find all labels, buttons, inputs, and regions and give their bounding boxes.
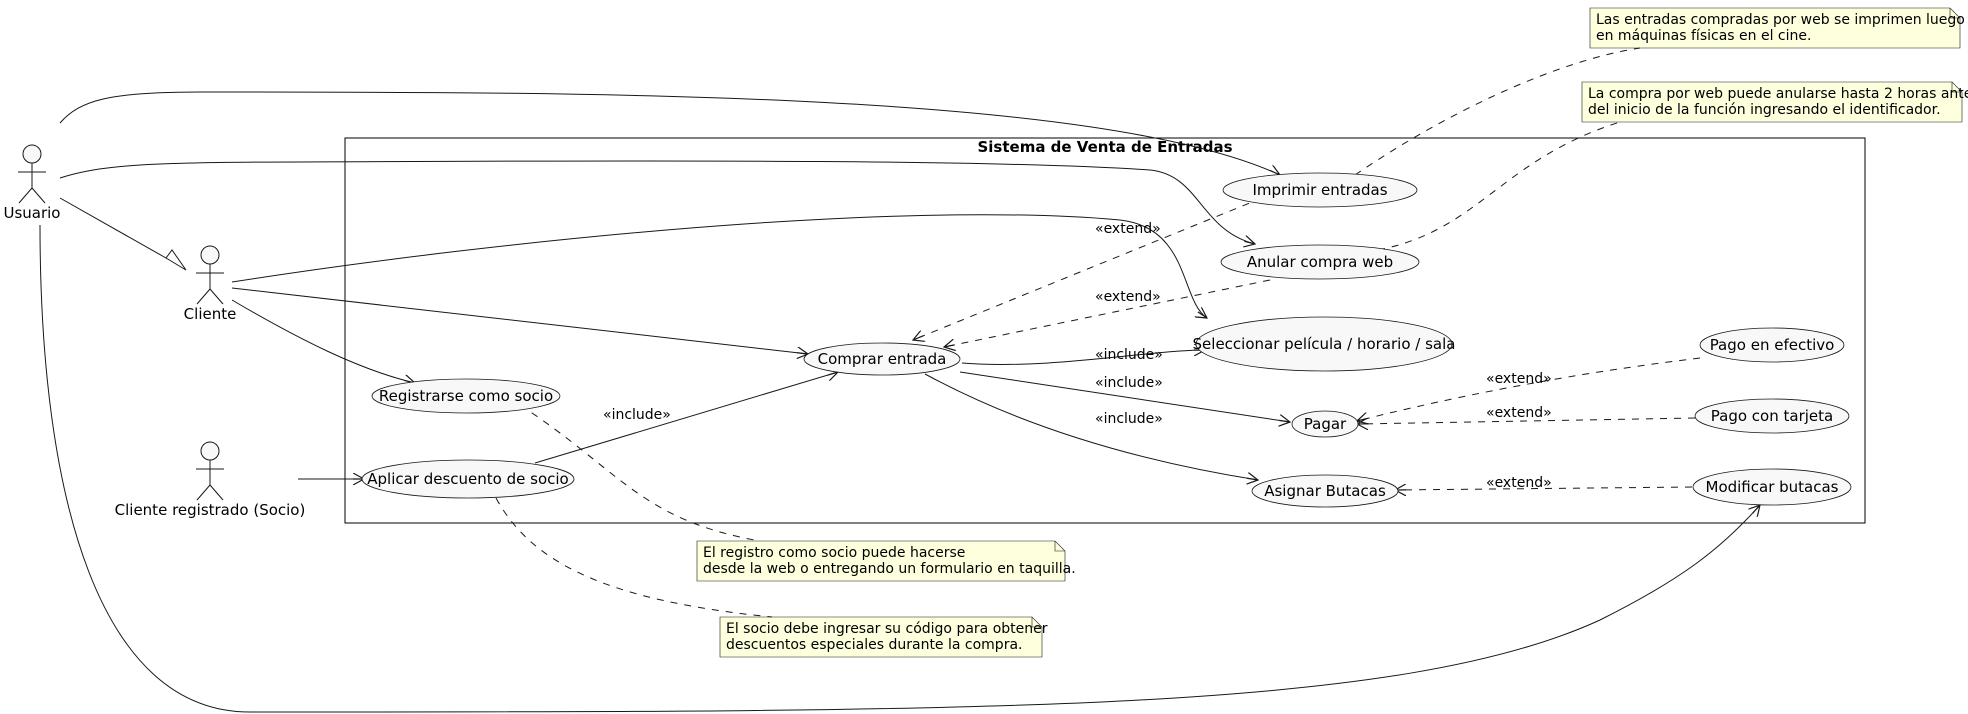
assoc-cliente-registrarse: [231, 299, 415, 383]
note-imprimir-line-1: Las entradas compradas por web se imprim…: [1596, 12, 1965, 28]
note-imprimir-connector: [1354, 47, 1641, 176]
use-case-efectivo: Pago en efectivo: [1699, 327, 1845, 363]
assoc-usuario-anular: [59, 160, 1255, 244]
use-case-modificar: Modificar butacas: [1692, 468, 1852, 506]
label-extend-imprimir: «extend»: [1095, 221, 1161, 237]
include-aplicar-comprar: [534, 372, 838, 464]
use-case-registrarse-label: Registrarse como socio: [379, 387, 553, 405]
use-case-aplicar: Aplicar descuento de socio: [361, 459, 575, 499]
actor-socio-label: Cliente registrado (Socio): [115, 501, 306, 519]
include-comprar-pagar: [959, 371, 1290, 422]
note-registro-connector: [519, 404, 761, 542]
use-case-tarjeta-label: Pago con tarjeta: [1711, 407, 1833, 425]
assoc-usuario-imprimir: [59, 91, 1280, 175]
use-case-asignar-label: Asignar Butacas: [1264, 482, 1386, 500]
use-case-imprimir: Imprimir entradas: [1222, 172, 1418, 208]
actor-cliente-label: Cliente: [184, 305, 237, 323]
use-case-comprar: Comprar entrada: [803, 342, 961, 376]
use-case-efectivo-label: Pago en efectivo: [1710, 336, 1835, 354]
label-include-pagar: «include»: [1095, 375, 1163, 391]
note-registro: El registro como socio puede hacerse des…: [696, 540, 1076, 582]
use-case-anular: Anular compra web: [1220, 244, 1420, 280]
assoc-usuario-modificar-end: [1599, 505, 1760, 621]
note-socio-line-1: El socio debe ingresar su código para ob…: [726, 621, 1048, 637]
generalization-usuario-cliente: [59, 197, 187, 271]
note-registro-line-1: El registro como socio puede hacerse: [703, 545, 965, 561]
label-include-seleccionar: «include»: [1095, 347, 1163, 363]
label-include-aplicar: «include»: [603, 407, 671, 423]
note-socio-connector: [495, 497, 773, 618]
use-case-anular-label: Anular compra web: [1247, 253, 1393, 271]
use-case-registrarse: Registrarse como socio: [371, 378, 561, 414]
note-registro-line-2: desde la web o entregando un formulario …: [703, 561, 1076, 577]
note-imprimir-line-2: en máquinas físicas en el cine.: [1596, 28, 1811, 44]
note-anular-connector: [1377, 121, 1621, 251]
use-case-imprimir-label: Imprimir entradas: [1252, 181, 1387, 199]
extend-imprimir-comprar: [913, 197, 1263, 340]
actor-socio: Cliente registrado (Socio): [115, 441, 306, 519]
assoc-cliente-comprar: [231, 287, 808, 354]
extend-tarjeta-pagar: [1357, 417, 1696, 424]
label-extend-modificar: «extend»: [1486, 475, 1552, 491]
label-include-asignar: «include»: [1095, 411, 1163, 427]
label-extend-tarjeta: «extend»: [1486, 405, 1552, 421]
note-socio-line-2: descuentos especiales durante la compra.: [726, 637, 1022, 653]
assoc-usuario-modificar: [39, 224, 1601, 713]
use-case-comprar-label: Comprar entrada: [818, 350, 947, 368]
extend-efectivo-pagar: [1357, 357, 1701, 421]
actor-usuario: Usuario: [3, 144, 61, 222]
label-extend-efectivo: «extend»: [1486, 371, 1552, 387]
actor-cliente: Cliente: [184, 245, 237, 323]
use-case-seleccionar: Seleccionar película / horario / sala: [1193, 316, 1456, 372]
assoc-cliente-seleccionar: [231, 214, 1207, 318]
use-case-pagar: Pagar: [1291, 410, 1359, 438]
use-case-pagar-label: Pagar: [1304, 415, 1347, 433]
note-socio: El socio debe ingresar su código para ob…: [719, 616, 1048, 658]
actor-usuario-label: Usuario: [3, 204, 60, 222]
note-imprimir: Las entradas compradas por web se imprim…: [1589, 7, 1965, 49]
label-extend-anular: «extend»: [1095, 289, 1161, 305]
use-case-aplicar-label: Aplicar descuento de socio: [367, 470, 568, 488]
note-anular: La compra por web puede anularse hasta 2…: [1581, 81, 1968, 123]
include-comprar-seleccionar: [961, 350, 1205, 365]
use-case-modificar-label: Modificar butacas: [1706, 478, 1839, 496]
system-title: Sistema de Venta de Entradas: [977, 138, 1232, 156]
note-anular-line-2: del inicio de la función ingresando el i…: [1588, 102, 1941, 118]
note-anular-line-1: La compra por web puede anularse hasta 2…: [1588, 86, 1968, 102]
use-case-seleccionar-label: Seleccionar película / horario / sala: [1193, 335, 1456, 353]
use-case-asignar: Asignar Butacas: [1251, 474, 1399, 508]
include-comprar-asignar: [924, 373, 1258, 480]
system-boundary: Sistema de Venta de Entradas: [344, 137, 1866, 524]
use-case-tarjeta: Pago con tarjeta: [1694, 398, 1850, 434]
